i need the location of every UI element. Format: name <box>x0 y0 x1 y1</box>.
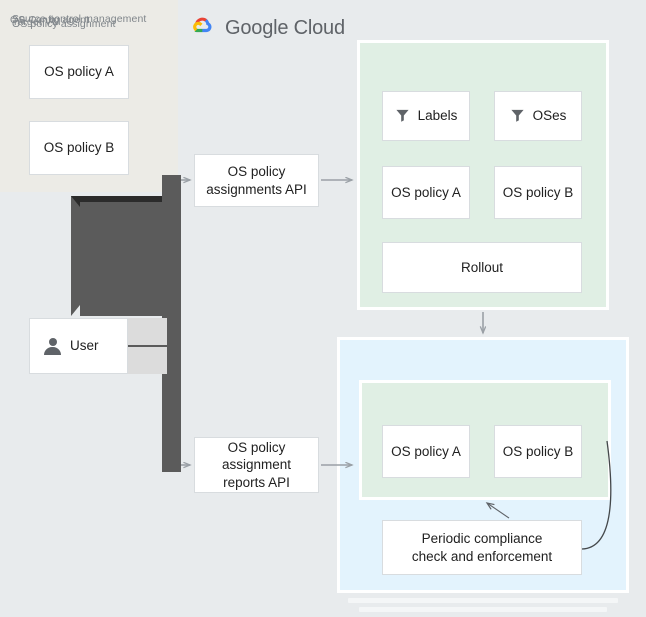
filter-funnel-icon <box>396 110 409 123</box>
periodic-compliance-box[interactable]: Periodic compliance check and enforcemen… <box>382 520 582 575</box>
google-cloud-logo-icon <box>188 14 216 43</box>
scm-os-policy-b-box[interactable]: OS policy B <box>29 121 129 175</box>
user-access-spine <box>162 175 181 472</box>
api-reports-line1: OS policy <box>227 440 286 456</box>
user-access-banner-top-edge <box>77 196 175 202</box>
banner-arrow-notch-top <box>71 196 80 207</box>
scm-os-policy-a-box[interactable]: OS policy A <box>29 45 129 99</box>
user-access-banner <box>71 196 175 316</box>
filter-funnel-icon <box>511 110 524 123</box>
api-assignments-line1: OS policy <box>227 164 286 180</box>
filter-labels-box[interactable]: Labels <box>382 91 470 141</box>
rollout-box[interactable]: Rollout <box>382 242 582 293</box>
source-control-management-label: Source control management <box>12 13 147 25</box>
os-policy-assignment-reports-api-box[interactable]: OS policy assignment reports API <box>194 437 319 493</box>
compliance-line1: Periodic compliance <box>421 531 543 547</box>
user-label: User <box>70 338 99 354</box>
os-policy-assignments-api-box[interactable]: OS policy assignments API <box>194 154 319 207</box>
api-reports-line3: reports API <box>223 474 290 490</box>
filter-oses-box[interactable]: OSes <box>494 91 582 141</box>
google-cloud-logo: Google Cloud <box>188 14 345 43</box>
filter-oses-text: OSes <box>532 108 567 124</box>
target-vm-label: Target VM <box>12 16 61 28</box>
os-config-agent-label: OS Config agent <box>10 14 90 26</box>
banner-arrow-notch-bottom <box>71 305 80 316</box>
agent-os-policy-b-box[interactable]: OS policy B <box>494 425 582 478</box>
person-icon <box>44 337 61 355</box>
agent-os-policy-a-box[interactable]: OS policy A <box>382 425 470 478</box>
google-cloud-wordmark: Google Cloud <box>225 17 345 39</box>
target-vm-stack-line-1 <box>348 598 618 603</box>
os-policy-assignment-label: OS policy assignment <box>12 18 116 30</box>
api-reports-line2: assignment <box>221 457 292 473</box>
assignment-os-policy-b-box[interactable]: OS policy B <box>494 166 582 219</box>
compliance-line2: check and enforcement <box>411 548 553 564</box>
user-card[interactable]: User <box>29 318 128 374</box>
api-assignments-line2: assignments API <box>206 181 307 197</box>
filter-labels-text: Labels <box>417 108 458 124</box>
target-vm-stack-line-2 <box>359 607 607 612</box>
assignment-os-policy-a-box[interactable]: OS policy A <box>382 166 470 219</box>
user-card-shadow-line <box>125 345 167 347</box>
